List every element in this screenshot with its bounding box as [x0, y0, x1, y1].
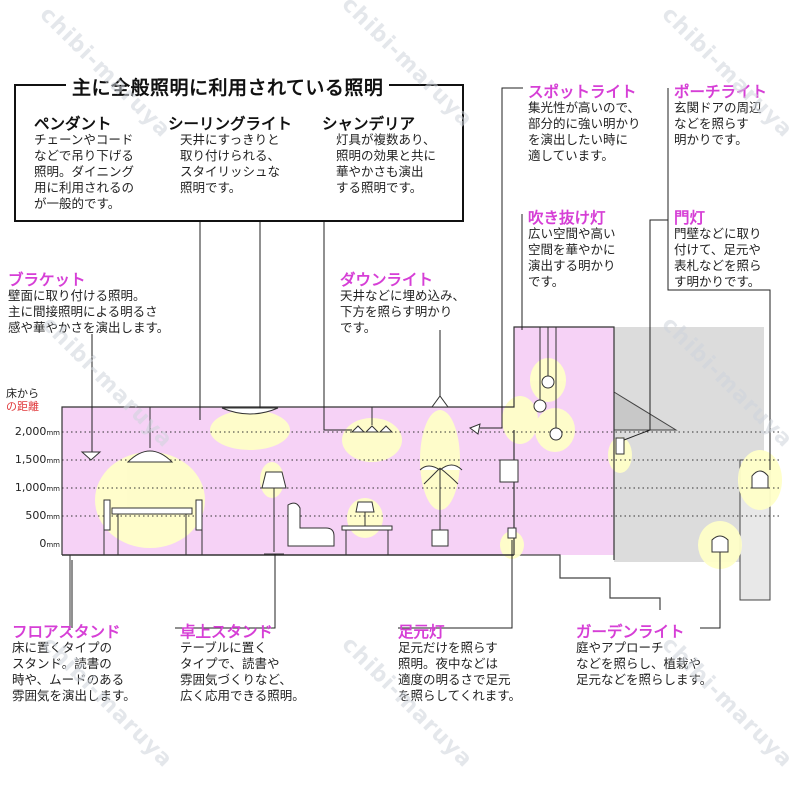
tick-0: 0mm — [39, 537, 60, 550]
tick-1000: 1,000mm — [14, 481, 60, 494]
label-spot: スポットライト — [528, 83, 637, 101]
desc-spot: 集光性が高いので、 部分的に強い明かり を演出したい時に 適しています。 — [528, 100, 641, 163]
label-gate: 門灯 — [674, 209, 706, 227]
page-title: 主に全般照明に利用されている照明 — [66, 73, 390, 100]
leader-chandelier — [323, 120, 352, 431]
tick-1500: 1,500mm — [14, 453, 60, 466]
tick-500: 500mm — [25, 509, 60, 522]
desc-gate: 門壁などに取り 付けて、足元や 表札などを照ら す明かりです。 — [674, 226, 762, 289]
leader-spot — [480, 87, 523, 429]
label-garden: ガーデンライト — [576, 623, 685, 641]
desc-atrium: 広い空間や高い 空間を華やかに 演出する明かり です。 — [528, 226, 616, 289]
desc-garden: 庭やアプローチ などを照らし、植栽や 足元などを照らします。 — [576, 640, 713, 687]
steps — [514, 554, 661, 610]
desc-pendant: チェーンやコード などで吊り下げる 照明。ダイニング 用に利用されるの が一般的… — [34, 132, 135, 211]
desc-ceiling: 天井にすっきりと 取り付けられる、 スタイリッシュな 照明です。 — [180, 132, 281, 195]
leader-garden — [700, 600, 721, 629]
spot-fixture — [468, 423, 481, 435]
label-chandelier: シャンデリア — [322, 115, 416, 133]
room-outline — [61, 326, 615, 555]
bracket-fixture — [80, 451, 102, 461]
floorstand-fixture — [261, 471, 287, 555]
floor-axis-caption: 床から の距離 — [6, 387, 39, 413]
label-bracket: ブラケット — [8, 271, 86, 289]
glow-ceiling — [210, 410, 290, 450]
leader-porch — [623, 88, 669, 441]
entrance-space — [514, 430, 614, 555]
glow-spot — [502, 396, 538, 444]
leader-gate — [667, 214, 771, 470]
tick-2000: 2,000mm — [14, 425, 60, 438]
label-floorstand: フロアスタンド — [12, 623, 121, 641]
label-atrium: 吹き抜け灯 — [528, 209, 606, 227]
desc-chandelier: 灯具が複数あり、 照明の効果と共に 華やかさも演出 する照明です。 — [336, 132, 437, 195]
exterior-wall — [614, 327, 764, 562]
gate-fixture — [751, 470, 769, 489]
desc-bracket: 壁面に取り付ける照明。 主に間接照明による明るさ 感や華やかさを演出します。 — [8, 288, 170, 335]
desc-porch: 玄関ドアの周辺 などを照らす 明かりです。 — [674, 100, 762, 147]
leader-tablestand — [175, 554, 276, 629]
chandelier-fixture — [350, 407, 394, 433]
downlight-fixture — [431, 395, 449, 408]
label-foot: 足元灯 — [398, 623, 445, 641]
light-glows — [95, 358, 782, 569]
label-porch: ポーチライト — [674, 83, 768, 101]
sofa — [287, 502, 335, 547]
desc-foot: 足元だけを照らす 照明。夜中などは 適度の明るさで足元 を照らしてくれます。 — [398, 640, 522, 703]
leader-foot — [398, 540, 513, 629]
ceiling-fixture — [221, 407, 279, 415]
porch-fixture — [615, 437, 625, 455]
pendant-fixture — [126, 407, 174, 463]
tablestand-fixture — [341, 501, 393, 555]
general-lighting-box: 主に全般照明に利用されている照明 — [14, 73, 464, 222]
foot-fixture — [507, 527, 517, 539]
label-tablestand: 卓上スタンド — [180, 623, 274, 641]
glow-pendant — [95, 452, 205, 548]
desc-tablestand: テーブルに置く タイプで、読書や 雰囲気づくりなど、 広く応用できる照明。 — [180, 640, 305, 703]
label-downlight: ダウンライト — [340, 271, 434, 289]
label-ceiling: シーリングライト — [168, 115, 293, 133]
atrium-fixture — [533, 327, 563, 441]
dining-set — [103, 499, 203, 555]
desc-floorstand: 床に置くタイプの スタンド。読書の 時や、ムードのある 雰囲気を演出します。 — [12, 640, 136, 703]
garden-fixture — [711, 535, 729, 600]
potted-plant — [419, 464, 463, 547]
picture-frame — [499, 459, 519, 483]
label-pendant: ペンダント — [34, 115, 112, 133]
desc-downlight: 天井などに埋め込み、 下方を照らす明かり です。 — [340, 288, 466, 335]
